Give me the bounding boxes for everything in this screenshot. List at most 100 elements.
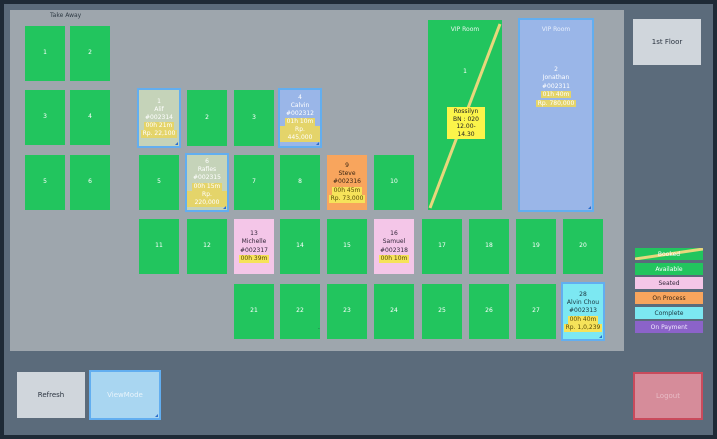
table-number: 25 (438, 307, 446, 315)
table-number: 2 (205, 113, 209, 121)
table-12[interactable]: 12 (187, 219, 227, 274)
order-ref: #002313 (569, 307, 597, 315)
table-number: 20 (579, 242, 587, 250)
table-1[interactable]: 1 Alif #002314 00h 21m Rp. 22,100 (137, 88, 181, 148)
room-title: VIP Room (541, 26, 571, 33)
table-23[interactable]: 23 (327, 284, 367, 339)
take-away-table-4[interactable]: 4 (70, 90, 110, 145)
take-away-table-3[interactable]: 3 (25, 90, 65, 145)
resize-corner-icon (599, 335, 602, 338)
take-away-table-6[interactable]: 6 (70, 155, 110, 210)
booking-code: BN : 020 (453, 115, 479, 123)
table-11[interactable]: 11 (139, 219, 179, 274)
stray-mark: . (318, 324, 320, 331)
table-number: 3 (252, 113, 256, 121)
table-number: 27 (532, 307, 540, 315)
table-number: 7 (252, 178, 256, 186)
table-28[interactable]: 28 Alvin Chou #002313 00h 40m Rp. 1,0,23… (561, 282, 605, 341)
table-8[interactable]: 8 (280, 155, 320, 210)
table-22[interactable]: 22 (280, 284, 320, 339)
table-4[interactable]: 4 Calvin #002312 01h 10m Rp. 445,000 (278, 88, 322, 148)
legend-booked: Booked (635, 248, 703, 260)
table-number: 16 (390, 230, 398, 238)
table-18[interactable]: 18 (469, 219, 509, 274)
order-amount: Rp. 780,000 (535, 99, 577, 107)
table-3[interactable]: 3 (234, 90, 274, 146)
table-14[interactable]: 14 (280, 219, 320, 274)
booking-info: Rossilyn BN : 020 12.00-14.30 (447, 107, 485, 139)
vip-room-1[interactable]: VIP Room 1 Rossilyn BN : 020 12.00-14.30 (428, 20, 502, 210)
customer-name: Steve (338, 170, 356, 178)
order-ref: #002314 (145, 113, 173, 121)
take-away-table-2[interactable]: 2 (70, 26, 110, 81)
legend-label: Complete (654, 309, 684, 317)
table-17[interactable]: 17 (422, 219, 462, 274)
order-ref: #002317 (240, 246, 268, 254)
table-number: 1 (157, 97, 161, 105)
table-13[interactable]: 13 Michelle #002317 00h 39m (234, 219, 274, 274)
order-ref: #002312 (286, 109, 314, 117)
take-away-table-5[interactable]: 5 (25, 155, 65, 210)
booking-time: 12.00-14.30 (456, 123, 476, 138)
table-26[interactable]: 26 (469, 284, 509, 339)
elapsed-time: 00h 10m (378, 254, 410, 263)
customer-name: Rafles (197, 166, 217, 174)
refresh-button[interactable]: Refresh (17, 372, 85, 418)
legend-on-payment: On Payment (635, 321, 703, 333)
order-amount: Rp. 73,000 (328, 194, 366, 203)
table-16[interactable]: 16 Samuel #002318 00h 10m (374, 219, 414, 274)
table-2[interactable]: 2 (187, 90, 227, 146)
order-ref: #002311 (542, 82, 570, 90)
take-away-table-1[interactable]: 1 (25, 26, 65, 81)
elapsed-time: 00h 39m (238, 254, 270, 263)
order-amount: Rp. 445,000 (280, 126, 320, 143)
table-number: 23 (343, 307, 351, 315)
table-number: 18 (485, 242, 493, 250)
resize-corner-icon (588, 206, 591, 209)
table-number: 12 (203, 242, 211, 250)
customer-name: Calvin (290, 101, 310, 109)
table-number: 8 (298, 178, 302, 186)
elapsed-time: 00h 40m (567, 315, 599, 324)
table-number: 6 (88, 178, 92, 186)
table-6[interactable]: 6 Rafles #002315 00h 15m Rp. 220,000 (185, 153, 229, 212)
table-number: 21 (250, 307, 258, 315)
customer-name: Michelle (241, 238, 267, 246)
customer-name: Alvin Chou (566, 299, 600, 307)
table-9[interactable]: 9 Steve #002316 00h 45m Rp. 73,000 (327, 155, 367, 210)
table-number: 17 (438, 242, 446, 250)
resize-corner-icon (223, 206, 226, 209)
legend-label: On Process (652, 294, 686, 302)
table-10[interactable]: 10 (374, 155, 414, 210)
table-number: 1 (43, 49, 47, 57)
table-15[interactable]: 15 (327, 219, 367, 274)
vip-room-2[interactable]: VIP Room 2 Jonathan #002311 01h 40m Rp. … (518, 18, 594, 212)
table-21[interactable]: 21 (234, 284, 274, 339)
legend-label: Available (655, 265, 683, 273)
order-ref: #002318 (380, 246, 408, 254)
table-number: 3 (43, 113, 47, 121)
floor-button[interactable]: 1st Floor (633, 19, 701, 65)
legend-on-process: On Process (635, 292, 703, 304)
table-19[interactable]: 19 (516, 219, 556, 274)
legend-seated: Seated (635, 277, 703, 289)
table-25[interactable]: 25 (422, 284, 462, 339)
table-27[interactable]: 27 (516, 284, 556, 339)
table-7[interactable]: 7 (234, 155, 274, 210)
order-amount: Rp. 1,0,239 (563, 323, 603, 332)
table-number: 15 (343, 242, 351, 250)
table-5[interactable]: 5 (139, 155, 179, 210)
order-ref: #002315 (193, 174, 221, 182)
resize-corner-icon (316, 142, 319, 145)
logout-button[interactable]: Logout (633, 372, 703, 420)
legend-label: Booked (657, 250, 681, 258)
booking-name: Rossilyn (453, 108, 479, 115)
view-mode-button[interactable]: ViewMode (89, 370, 161, 420)
table-20[interactable]: 20 (563, 219, 603, 274)
elapsed-time: 01h 10m (284, 118, 316, 127)
view-mode-label: ViewMode (107, 391, 143, 399)
table-24[interactable]: 24 (374, 284, 414, 339)
customer-name: Samuel (382, 238, 406, 246)
room-title: VIP Room (450, 26, 480, 33)
legend-complete: Complete (635, 307, 703, 319)
